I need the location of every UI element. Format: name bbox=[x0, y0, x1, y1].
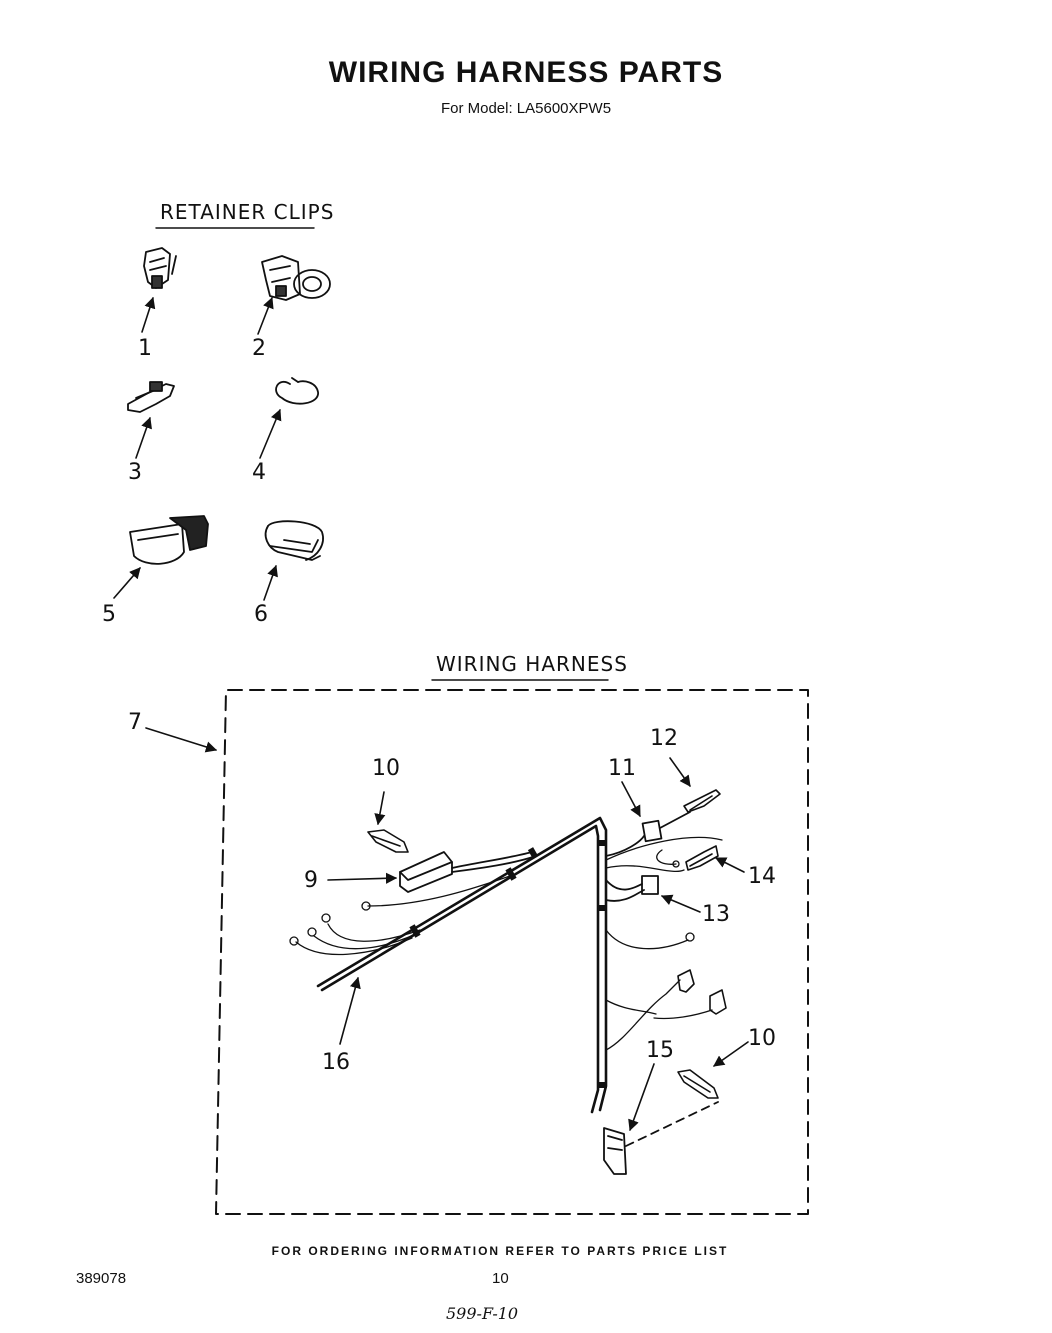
terminal-10-bottom-drawing bbox=[677, 1069, 719, 1099]
page-title: WIRING HARNESS PARTS bbox=[328, 56, 724, 89]
arrow-16 bbox=[339, 976, 361, 1045]
main-harness-trunk bbox=[316, 816, 608, 1114]
callout-12: 12 bbox=[650, 726, 678, 751]
model-subtitle: For Model: LA5600XPW5 bbox=[440, 100, 612, 117]
arrow-10-top bbox=[374, 791, 386, 826]
arrow-13 bbox=[660, 894, 701, 913]
callout-11: 11 bbox=[608, 756, 636, 781]
arrow-9 bbox=[327, 872, 398, 884]
retainer-clip-3-drawing bbox=[127, 381, 175, 413]
callout-13: 13 bbox=[702, 902, 730, 927]
callout-15: 15 bbox=[646, 1038, 674, 1063]
retainer-clip-2-drawing bbox=[261, 255, 331, 301]
arrow-15 bbox=[628, 1063, 655, 1132]
retainer-clip-5-drawing bbox=[129, 515, 209, 565]
callout-9: 9 bbox=[304, 868, 318, 893]
callout-16: 16 bbox=[322, 1050, 350, 1075]
callout-2: 2 bbox=[252, 336, 266, 361]
callout-10-top: 10 bbox=[372, 756, 400, 781]
callout-3: 3 bbox=[128, 460, 142, 485]
callout-6: 6 bbox=[254, 602, 268, 627]
retainer-clip-1-drawing bbox=[143, 247, 177, 289]
callout-10-bottom: 10 bbox=[748, 1026, 776, 1051]
retainer-clip-6-drawing bbox=[264, 520, 324, 561]
terminal-12-drawing bbox=[683, 789, 721, 813]
callout-5: 5 bbox=[102, 602, 116, 627]
connector-block-9-drawing bbox=[399, 851, 537, 893]
page-number: 10 bbox=[492, 1270, 509, 1287]
left-branch-wires bbox=[289, 875, 511, 956]
arrow-11 bbox=[621, 781, 641, 817]
arrow-5 bbox=[113, 567, 141, 599]
arrow-3 bbox=[135, 416, 152, 459]
callout-1: 1 bbox=[138, 336, 152, 361]
connector-13-drawing bbox=[605, 875, 659, 902]
arrow-7 bbox=[145, 727, 218, 753]
arrow-12 bbox=[669, 757, 691, 787]
retainer-clip-4-drawing bbox=[275, 377, 319, 405]
handwritten-note: 599-F-10 bbox=[446, 1304, 519, 1323]
arrow-14 bbox=[714, 857, 745, 873]
document-number: 389078 bbox=[76, 1270, 127, 1287]
ordering-note: FOR ORDERING INFORMATION REFER TO PARTS … bbox=[271, 1244, 729, 1258]
harness-boundary-box bbox=[215, 689, 809, 1215]
arrow-10-bottom bbox=[713, 1041, 749, 1067]
callout-14: 14 bbox=[748, 864, 776, 889]
connector-15-drawing bbox=[603, 1101, 719, 1175]
right-lower-connectors bbox=[677, 969, 727, 1015]
arrow-6 bbox=[263, 564, 278, 601]
arrow-2 bbox=[257, 296, 274, 335]
arrow-1 bbox=[141, 296, 156, 333]
right-mid-wires bbox=[605, 929, 713, 1051]
wiring-harness-heading: WIRING HARNESS bbox=[436, 652, 628, 676]
right-upper-wires bbox=[605, 836, 723, 872]
arrow-4 bbox=[259, 408, 282, 459]
connector-11-drawing bbox=[605, 811, 691, 857]
connector-14-drawing bbox=[685, 845, 719, 871]
retainer-clips-heading: RETAINER CLIPS bbox=[160, 200, 335, 224]
terminal-10-top-drawing bbox=[367, 829, 409, 853]
callout-4: 4 bbox=[252, 460, 266, 485]
callout-7: 7 bbox=[128, 710, 142, 735]
